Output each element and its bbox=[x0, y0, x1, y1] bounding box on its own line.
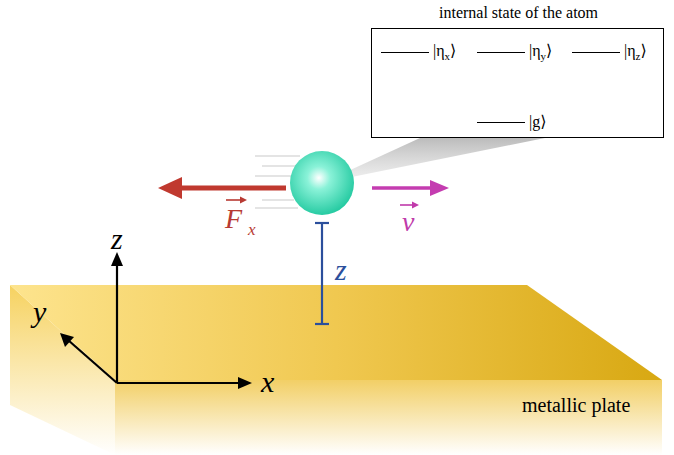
plate-front bbox=[115, 380, 662, 455]
inset-title: internal state of the atom bbox=[439, 5, 598, 21]
plate-top bbox=[10, 285, 662, 380]
ket-text: |η bbox=[624, 42, 636, 59]
ket-text: ⟩ bbox=[546, 42, 552, 59]
plate-label: metallic plate bbox=[522, 395, 630, 415]
force-arrow-head bbox=[158, 177, 182, 199]
force-subscript: x bbox=[248, 221, 256, 238]
velocity-arrow bbox=[372, 186, 432, 190]
energy-level: |ηy⟩ bbox=[477, 42, 552, 62]
energy-level: |ηx⟩ bbox=[381, 42, 456, 62]
axis-head bbox=[111, 252, 123, 266]
force-arrow bbox=[176, 186, 286, 191]
zoom-cone bbox=[322, 138, 545, 183]
velocity-arrow-head bbox=[430, 180, 449, 196]
axis-label: y bbox=[33, 297, 46, 327]
force-label: F bbox=[225, 205, 242, 233]
ket-text: |g⟩ bbox=[529, 113, 546, 130]
axis-label: x bbox=[261, 367, 274, 397]
ket-text: ⟩ bbox=[450, 42, 456, 59]
energy-level-line bbox=[477, 122, 525, 123]
energy-level-line bbox=[381, 52, 429, 53]
ket-text: |η bbox=[529, 42, 541, 59]
state-ket: |ηy⟩ bbox=[529, 43, 552, 62]
ket-subscript: z bbox=[636, 50, 641, 62]
distance-marker bbox=[315, 223, 329, 324]
ket-subscript: x bbox=[445, 50, 451, 62]
axis-head bbox=[60, 333, 74, 347]
atom bbox=[290, 151, 354, 215]
vector-mark bbox=[226, 199, 241, 201]
velocity-label: v bbox=[402, 208, 414, 236]
energy-level-line bbox=[477, 52, 525, 53]
energy-level: |g⟩ bbox=[477, 112, 546, 132]
ket-subscript: y bbox=[541, 50, 547, 62]
axes bbox=[68, 262, 240, 383]
state-ket: |g⟩ bbox=[529, 114, 546, 130]
state-ket: |ηx⟩ bbox=[433, 43, 456, 62]
energy-level-line bbox=[572, 52, 620, 53]
inset-box: internal state of the atom|ηx⟩|ηy⟩|ηz⟩|g… bbox=[371, 28, 664, 138]
state-ket: |ηz⟩ bbox=[624, 43, 647, 62]
vector-mark bbox=[400, 204, 413, 206]
distance-label: z bbox=[335, 255, 347, 285]
axis-head bbox=[238, 377, 252, 389]
ket-text: |η bbox=[433, 42, 445, 59]
axis-label: z bbox=[111, 224, 123, 254]
ket-text: ⟩ bbox=[640, 42, 646, 59]
energy-level: |ηz⟩ bbox=[572, 42, 647, 62]
vector-mark bbox=[240, 197, 247, 204]
